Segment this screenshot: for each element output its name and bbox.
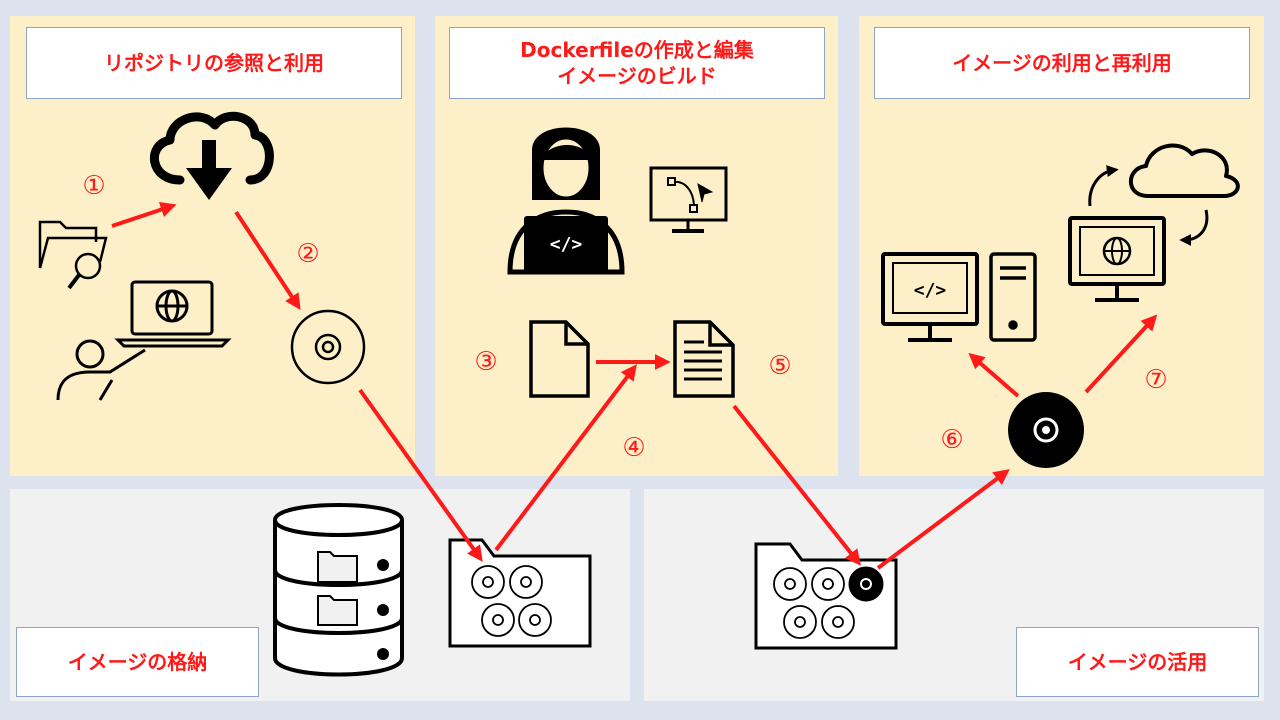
- user-laptop-icon: [56, 280, 232, 401]
- repository-title: リポジトリの参照と利用: [26, 27, 402, 99]
- monitor-design-icon: [649, 166, 728, 233]
- utilize-title: イメージの活用: [1016, 627, 1259, 697]
- storage-title: イメージの格納: [16, 627, 259, 697]
- database-icon: [273, 503, 404, 677]
- flow-arrows: [111, 201, 1158, 570]
- step-3: ③: [474, 347, 497, 377]
- cloud-icon: [1129, 143, 1240, 198]
- step-5: ⑤: [768, 351, 791, 381]
- arrow-disc-to-folder: [358, 388, 483, 562]
- blank-file-icon: [529, 320, 590, 398]
- svg-text:</>: </>: [914, 280, 947, 301]
- arrow-5: [732, 404, 861, 566]
- cloud-download-icon: [150, 111, 274, 200]
- arrow-2: [234, 210, 301, 311]
- monitor-code-icon: </>: [881, 252, 979, 342]
- image-folder-icon: [448, 538, 592, 648]
- disc-active-icon: [1008, 392, 1084, 468]
- document-icon: [673, 320, 735, 398]
- developer-icon: </>: [507, 127, 625, 275]
- svg-text:</>: </>: [550, 234, 583, 255]
- refresh-arrows-icon: [1088, 165, 1209, 246]
- step-2: ②: [296, 239, 319, 269]
- arrow-7: [1084, 314, 1158, 394]
- folder-search-icon: [38, 220, 108, 290]
- monitor-globe-icon: [1068, 216, 1166, 302]
- use-title: イメージの利用と再利用: [874, 27, 1250, 99]
- arrow-folder-to-disc: [876, 469, 1010, 570]
- step-7: ⑦: [1144, 365, 1167, 395]
- step-1: ①: [82, 171, 105, 201]
- image-folder-active-icon: [754, 542, 898, 650]
- step-4: ④: [622, 433, 645, 463]
- step-6: ⑥: [940, 425, 963, 455]
- arrow-1: [111, 201, 177, 228]
- arrow-6: [968, 352, 1020, 398]
- disc-icon: [290, 309, 366, 385]
- server-tower-icon: [989, 252, 1037, 342]
- arrow-4: [494, 364, 637, 552]
- build-title: Dockerfileの作成と編集 イメージのビルド: [449, 27, 825, 99]
